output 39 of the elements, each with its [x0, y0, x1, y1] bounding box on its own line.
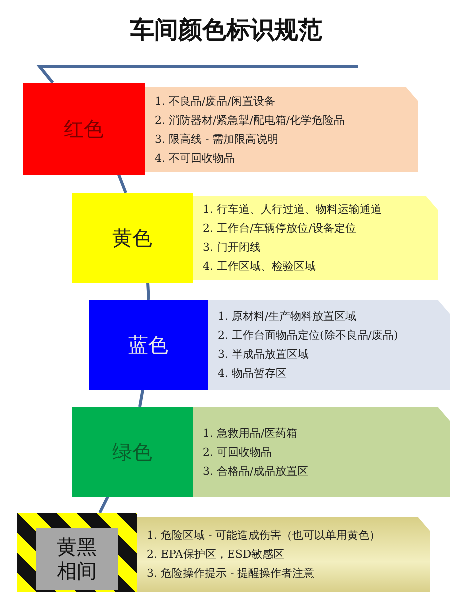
- list-item: 3. 合格品/成品放置区: [203, 464, 310, 480]
- hazard-stripe-box: [17, 513, 137, 592]
- color-name: 蓝色: [128, 332, 168, 358]
- list-item: 3. 半成品放置区域: [218, 347, 310, 363]
- list-item: 3. 门开闭线: [203, 240, 262, 256]
- list-item: 2. EPA保护区，ESD敏感区: [147, 547, 286, 563]
- list-item: 1. 行车道、人行过道、物料运输通道: [203, 202, 383, 218]
- connector-line: [36, 66, 358, 84]
- color-name: 黄色: [112, 224, 152, 252]
- color-box: [72, 407, 193, 497]
- description-panel: [193, 407, 450, 497]
- description-panel: [208, 300, 450, 390]
- color-box: [72, 193, 193, 283]
- list-item: 2. 工作台/车辆停放位/设备定位: [203, 221, 358, 237]
- list-item: 4. 物品暂存区: [218, 366, 288, 382]
- list-item: 4. 不可回收物品: [155, 150, 236, 166]
- connector-line: [138, 390, 144, 408]
- description-panel: [137, 517, 430, 592]
- description-panel: [145, 87, 418, 172]
- color-name: 绿色: [112, 438, 152, 466]
- list-item: 1. 危险区域 - 可能造成伤害（也可以单用黄色）: [147, 528, 382, 544]
- color-name: 红色: [64, 116, 104, 142]
- connector-line: [146, 282, 150, 300]
- list-item: 4. 工作区域、检验区域: [203, 259, 317, 275]
- list-item: 2. 可回收物品: [203, 444, 273, 460]
- description-panel: [193, 196, 438, 280]
- title: 车间颜色标识规范: [130, 15, 324, 46]
- list-item: 2. 消防器材/紧急掣/配电箱/化学危险品: [155, 112, 346, 128]
- color-box: [23, 83, 145, 175]
- color-name: 黄黑相间: [56, 534, 98, 582]
- color-box: [89, 300, 208, 390]
- list-item: 2. 工作台面物品定位(除不良品/废品): [218, 328, 400, 344]
- list-item: 3. 危险操作提示 - 提醒操作者注意: [147, 566, 316, 582]
- list-item: 1. 不良品/废品/闲置设备: [155, 94, 276, 110]
- connector-line: [98, 496, 110, 514]
- list-item: 1. 原材料/生产物料放置区域: [218, 309, 358, 325]
- list-item: 1. 急救用品/医药箱: [203, 426, 299, 442]
- connector-line: [118, 174, 128, 194]
- list-item: 3. 限高线 - 需加限高说明: [155, 132, 280, 148]
